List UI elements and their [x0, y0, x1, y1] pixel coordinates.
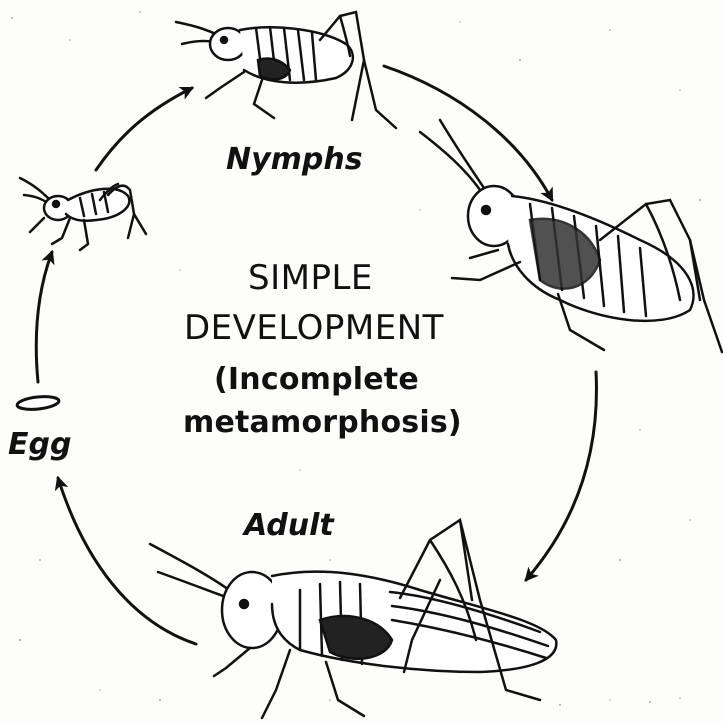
- small-nymph-illustration: [20, 178, 146, 250]
- arrow-large-nymph-to-adult: [526, 372, 596, 580]
- diagram-subtitle-line-2: metamorphosis): [183, 405, 462, 440]
- medium-nymph-illustration: [176, 12, 396, 128]
- arrow-nymph-to-large-nymph: [384, 66, 552, 200]
- arrow-adult-to-egg: [58, 478, 196, 644]
- arrow-egg-to-nymph: [36, 252, 52, 382]
- egg-illustration: [16, 395, 59, 411]
- adult-grasshopper-illustration: [150, 520, 556, 718]
- stage-label-adult: Adult: [244, 508, 334, 543]
- arrow-nymph-to-nymph: [96, 88, 192, 170]
- stage-label-nymphs: Nymphs: [226, 142, 363, 177]
- large-nymph-illustration: [420, 120, 722, 352]
- diagram-title-line-1: SIMPLE: [248, 258, 373, 298]
- stage-label-egg: Egg: [8, 427, 71, 462]
- diagram-title-line-2: DEVELOPMENT: [184, 308, 444, 348]
- diagram-subtitle-line-1: (Incomplete: [214, 362, 419, 397]
